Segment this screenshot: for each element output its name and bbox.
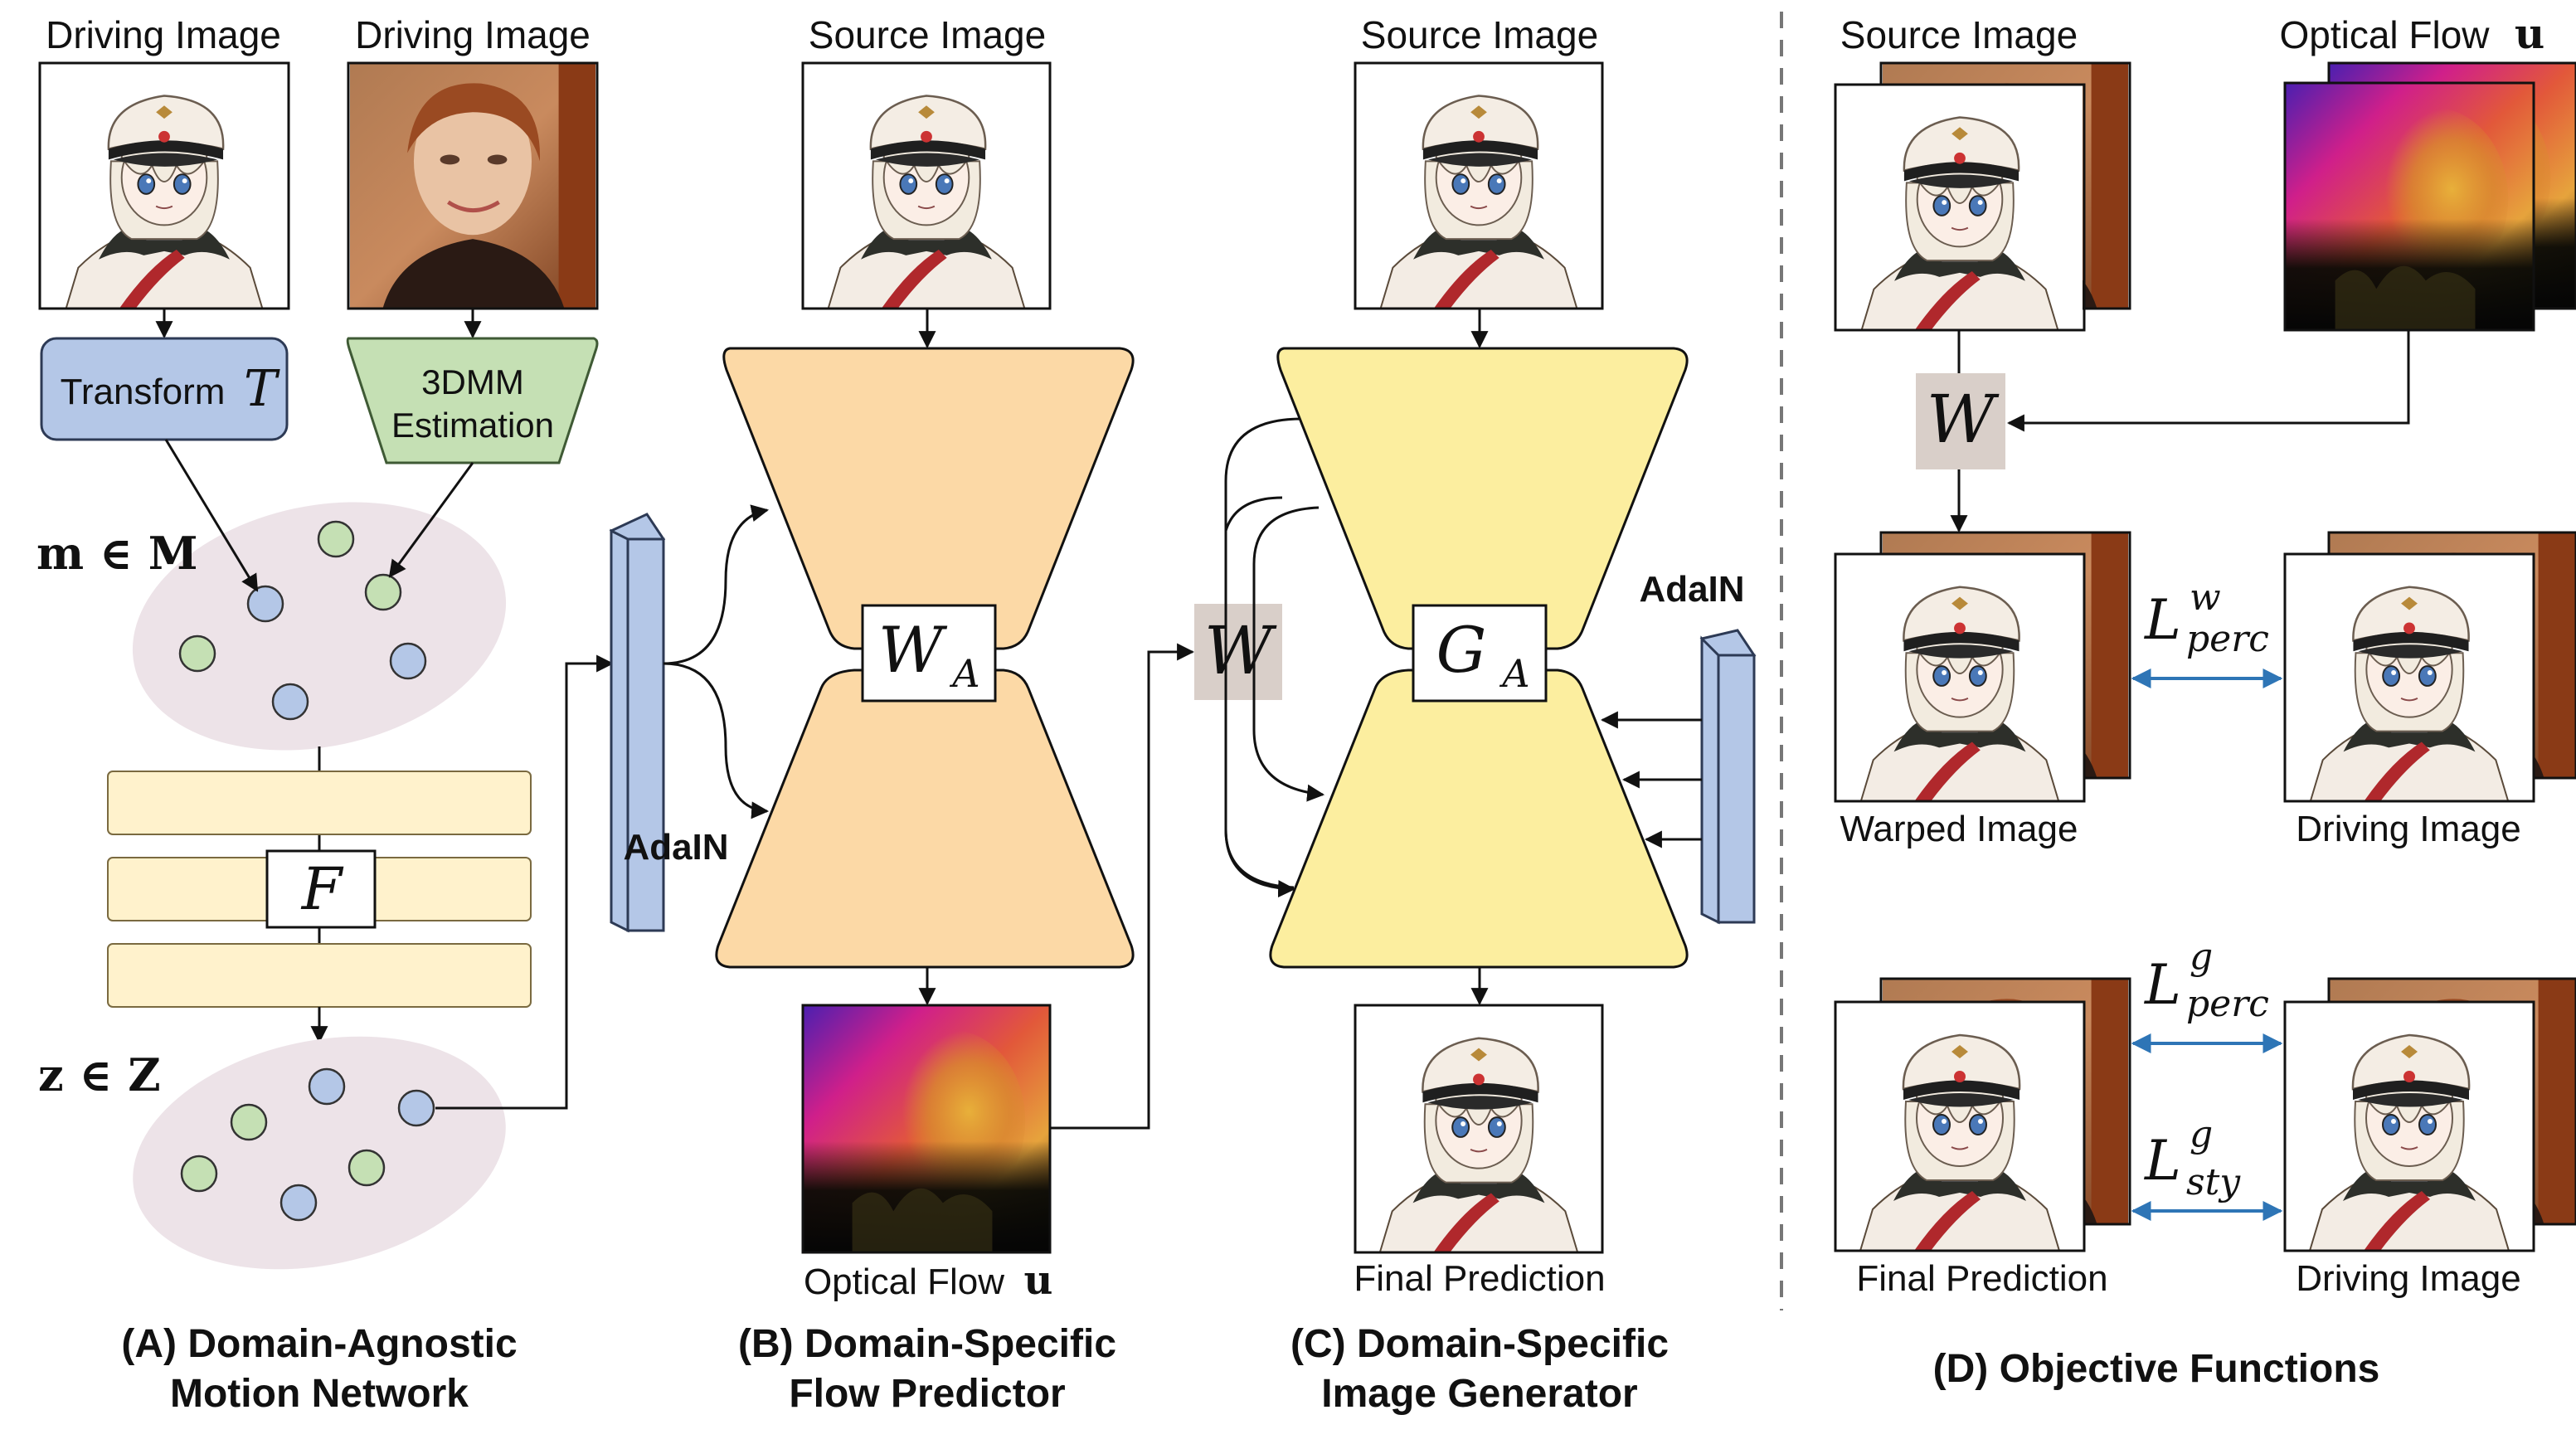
driving-image-photo	[347, 61, 599, 310]
caption-A-line2: Motion Network	[170, 1372, 469, 1416]
F-label: F	[300, 855, 344, 923]
latent-node-green-4	[348, 1149, 386, 1187]
driving-image-stack-D-top	[2283, 531, 2576, 803]
warped-image-label: Warped Image	[1840, 809, 2078, 849]
adain-label-gen: AdaIN	[1639, 569, 1744, 610]
latent-node-green-2	[364, 573, 402, 611]
source-image-B	[801, 61, 1052, 310]
source-image-label-B: Source Image	[809, 13, 1046, 56]
flow-predictor-W_A: W A	[715, 347, 1135, 969]
svg-text:g: g	[2190, 1113, 2213, 1155]
3dmm-label-line2: Estimation	[391, 406, 554, 445]
latent-node-blue-5	[271, 683, 309, 721]
source-image-stack-D	[1834, 61, 2131, 332]
optical-flow-label-B: Optical Flow	[804, 1262, 1004, 1302]
optical-flow-B	[801, 1004, 1052, 1254]
m-space-label: m ∈ M	[36, 527, 197, 580]
final-prediction-C	[1354, 1004, 1604, 1254]
3dmm-label-line1: 3DMM	[421, 362, 524, 401]
adain-label-flow: AdaIN	[623, 827, 728, 868]
latent-node-green-0	[317, 520, 355, 558]
final-prediction-label-C: Final Prediction	[1354, 1258, 1605, 1299]
driving-image-anime	[38, 61, 290, 310]
source-image-C	[1354, 61, 1604, 310]
source-image-label-C: Source Image	[1361, 13, 1598, 56]
latent-node-green-3	[178, 634, 216, 673]
warp-label-D: W	[1927, 381, 2000, 458]
W_A-label: W	[878, 613, 948, 687]
latent-space-z: z ∈ Z	[38, 1036, 506, 1270]
adain-block-flow: AdaIN	[609, 513, 729, 933]
optical-flow-symbol-D: u	[2515, 9, 2544, 58]
warped-image-stack-D	[1834, 531, 2131, 803]
latent-node-blue-5	[279, 1184, 318, 1222]
driving-image-label-1: Driving Image	[46, 13, 281, 56]
loss-w-perc: L w perc	[2144, 576, 2269, 660]
caption-B-line1: (B) Domain-Specific	[738, 1322, 1116, 1366]
final-prediction-label-D: Final Prediction	[1856, 1258, 2107, 1299]
loss-g-perc: L g perc	[2144, 936, 2269, 1025]
svg-text:g: g	[2190, 936, 2213, 978]
svg-text:perc: perc	[2186, 618, 2269, 660]
caption-B-line2: Flow Predictor	[789, 1372, 1065, 1416]
warp-operator-C: W	[1194, 604, 1282, 700]
driving-image-label-D-bottom: Driving Image	[2296, 1258, 2520, 1299]
optical-flow-symbol-B: u	[1024, 1257, 1053, 1304]
transform-symbol: T	[244, 360, 280, 418]
optical-flow-stack-D	[2283, 61, 2576, 332]
svg-text:w: w	[2190, 576, 2221, 619]
driving-image-label-D-top: Driving Image	[2296, 809, 2520, 849]
mlp-F: F	[107, 746, 532, 1008]
caption-A-line1: (A) Domain-Agnostic	[121, 1322, 517, 1366]
G_A-subscript: A	[1499, 651, 1529, 696]
latent-node-green-2	[230, 1103, 268, 1141]
final-prediction-stack-D	[1834, 977, 2131, 1252]
transform-label: Transform	[61, 372, 226, 412]
svg-text:sty: sty	[2186, 1161, 2241, 1203]
G_A-label: G	[1436, 613, 1487, 687]
latent-node-blue-1	[397, 1089, 435, 1127]
image-generator-G_A: G A	[1269, 347, 1689, 969]
latent-node-blue-4	[389, 642, 427, 680]
motion-space-m: m ∈ M	[36, 502, 507, 751]
W_A-subscript: A	[949, 651, 979, 696]
driving-image-label-2: Driving Image	[355, 13, 591, 56]
svg-text:L: L	[2144, 953, 2181, 1017]
loss-g-sty: L g sty	[2144, 1113, 2241, 1203]
warp-label-C: W	[1204, 612, 1277, 689]
adain-block-gen: AdaIN	[1639, 569, 1757, 925]
caption-C-line2: Image Generator	[1321, 1372, 1637, 1416]
svg-text:L: L	[2144, 1129, 2181, 1193]
warp-operator-D: W	[1916, 373, 2005, 469]
latent-node-blue-0	[308, 1067, 346, 1106]
driving-image-stack-D-bottom	[2283, 977, 2576, 1252]
svg-text:L: L	[2144, 588, 2181, 652]
source-image-label-D: Source Image	[1840, 13, 2078, 56]
latent-node-blue-1	[246, 585, 284, 623]
optical-flow-label-D: Optical Flow	[2279, 13, 2490, 56]
svg-text:perc: perc	[2186, 983, 2269, 1025]
z-space-label: z ∈ Z	[38, 1048, 161, 1101]
latent-node-green-3	[180, 1155, 218, 1193]
caption-C-line1: (C) Domain-Specific	[1290, 1322, 1669, 1366]
transform-box: Transform T	[40, 337, 289, 441]
3dmm-estimation-box: 3DMM Estimation	[346, 337, 599, 464]
caption-D: (D) Objective Functions	[1933, 1347, 2380, 1391]
